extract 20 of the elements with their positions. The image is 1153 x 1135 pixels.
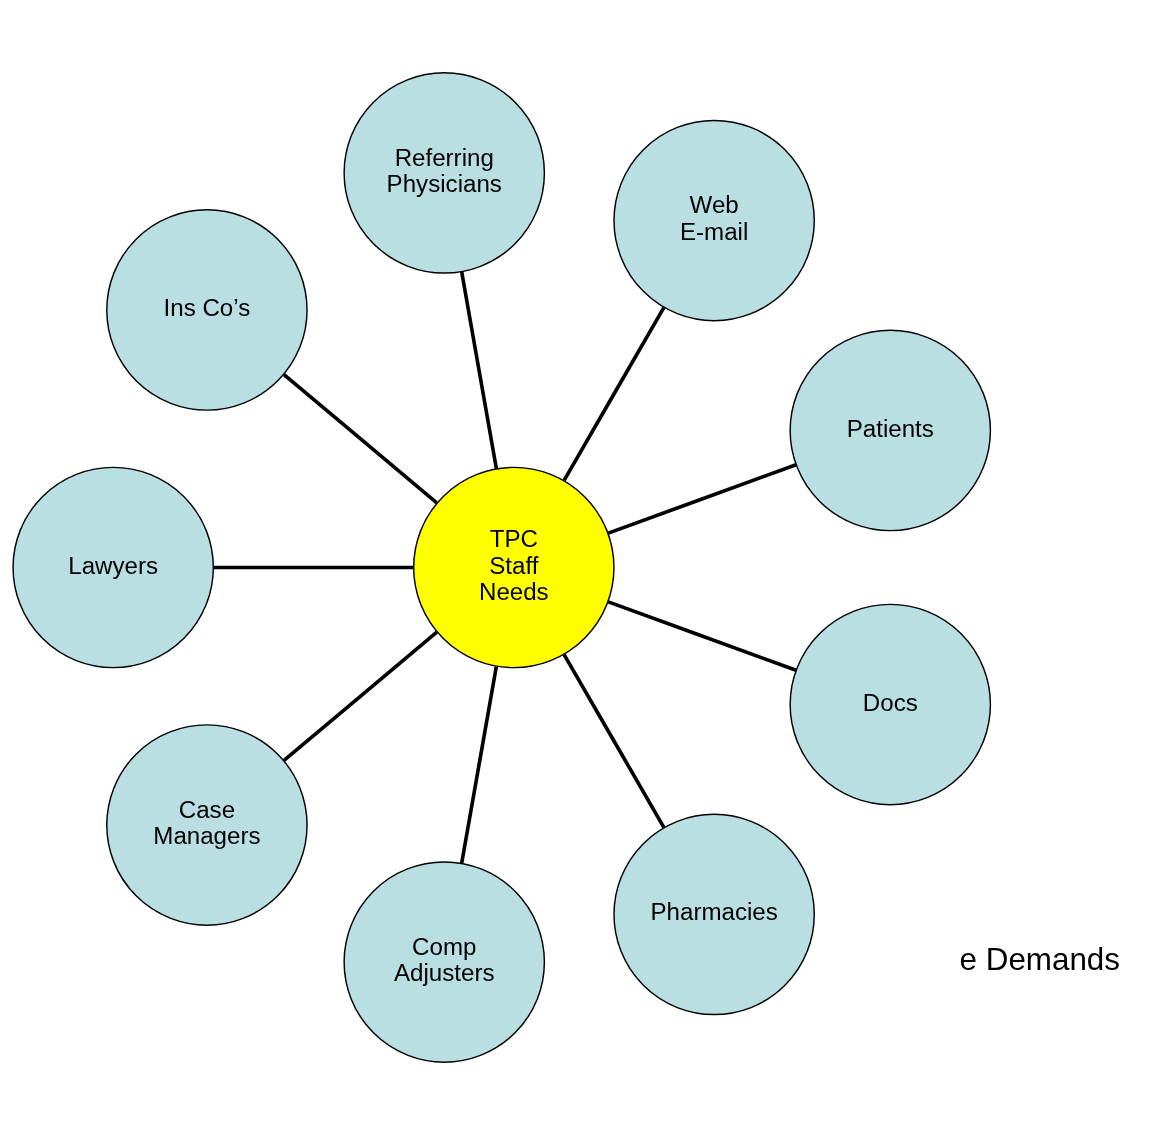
node-circle: Lawyers — [12, 466, 215, 669]
node-circle: Comp Adjusters — [343, 861, 546, 1063]
label: e Demands — [959, 941, 1120, 977]
connector — [562, 653, 666, 829]
node-circle: Web E-mail — [613, 119, 815, 322]
connector — [562, 306, 666, 482]
node-circle: Case Managers — [106, 724, 308, 926]
node-circle: Ins Co’s — [106, 209, 308, 411]
connector — [459, 666, 499, 864]
connector — [213, 565, 414, 570]
connector — [282, 630, 438, 762]
connector — [459, 271, 499, 469]
node-circle: Docs — [789, 603, 992, 806]
node-circle: Pharmacies — [613, 813, 815, 1016]
connector — [282, 373, 438, 505]
node-circle: TPC Staff Needs — [412, 466, 615, 669]
node-circle: Referring Physicians — [343, 72, 546, 274]
connector — [607, 463, 797, 535]
node-circle: Patients — [789, 329, 992, 532]
connector — [607, 600, 797, 672]
